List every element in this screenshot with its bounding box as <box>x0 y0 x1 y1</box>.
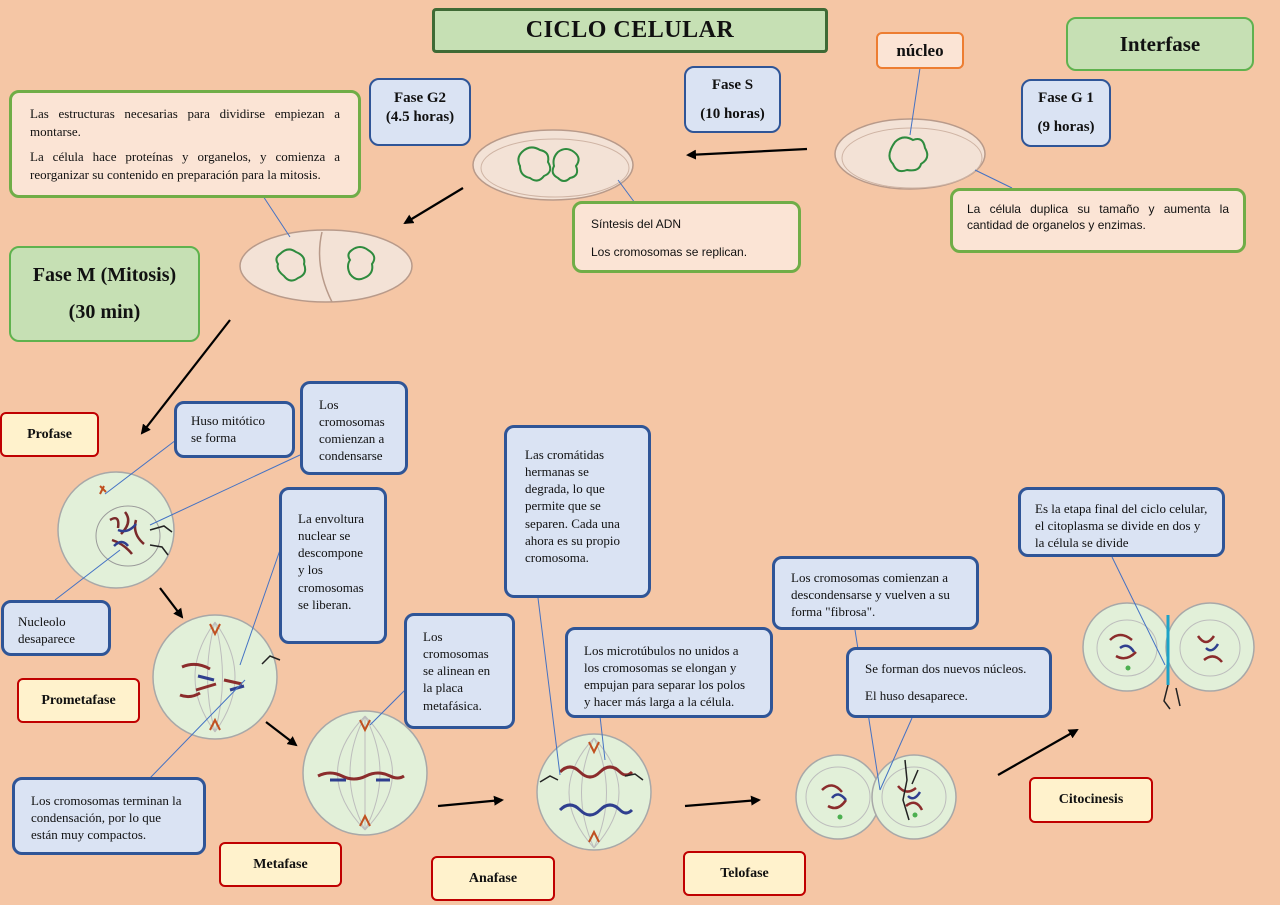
fase-m-name: Fase M (Mitosis) <box>32 264 177 286</box>
cell-s <box>472 129 634 201</box>
cell-anafase <box>536 733 652 851</box>
profase-note-cromosomas: Los cromosomas comienzan a condensarse <box>300 381 408 475</box>
metafase-note-text: Los cromosomas se alinean en la placa me… <box>423 629 491 713</box>
fase-g2-description: Las estructuras necesarias para dividirs… <box>9 90 361 198</box>
nucleo-label: núcleo <box>876 32 964 69</box>
fase-s-desc2: Los cromosomas se replican. <box>591 245 748 260</box>
prometafase-note-envoltura-text: La envoltura nuclear se descompone y los… <box>298 511 365 612</box>
metafase-label: Metafase <box>219 842 342 887</box>
profase-label: Profase <box>0 412 99 457</box>
cell-g1 <box>834 118 986 190</box>
anafase-note-cromatidas-text: Las cromátidas hermanas se degrada, lo q… <box>525 447 620 565</box>
telofase-note-descondensan-text: Los cromosomas comienzan a descondensars… <box>791 570 950 620</box>
citocinesis-note: Es la etapa final del ciclo celular, el … <box>1018 487 1225 557</box>
fase-m-duration: (30 min) <box>68 301 141 323</box>
profase-note-huso-text: Huso mitótico se forma <box>191 413 266 446</box>
anafase-note-cromatidas: Las cromátidas hermanas se degrada, lo q… <box>504 425 651 598</box>
fase-s-desc1: Síntesis del ADN <box>591 217 682 231</box>
telofase-label: Telofase <box>683 851 806 896</box>
metafase-note: Los cromosomas se alinean en la placa me… <box>404 613 515 729</box>
profase-note-cromosomas-text: Los cromosomas comienzan a condensarse <box>319 397 385 464</box>
prometafase-note-condensacion: Los cromosomas terminan la condensación,… <box>12 777 206 855</box>
telofase-note-nucleos-text2: El huso desaparece. <box>865 688 968 704</box>
fase-g1-name: Fase G 1 <box>1038 90 1094 106</box>
anafase-label: Anafase <box>431 856 555 901</box>
citocinesis-label: Citocinesis <box>1029 777 1153 823</box>
fase-g1-description: La célula duplica su tamaño y aumenta la… <box>950 188 1246 253</box>
fase-g2-box: Fase G2 (4.5 horas) <box>369 78 471 146</box>
interfase-label-text: Interfase <box>1119 31 1201 56</box>
fase-s-name: Fase S <box>711 76 754 93</box>
fase-m-box: Fase M (Mitosis) (30 min) <box>9 246 200 342</box>
anafase-note-microtubulos-text: Los microtúbulos no unidos a los cromoso… <box>584 643 746 710</box>
cell-prometafase <box>152 614 281 740</box>
interfase-label: Interfase <box>1066 17 1254 71</box>
page-title: CICLO CELULAR <box>432 8 828 53</box>
connector-lines <box>54 67 1166 791</box>
fase-g1-desc-text: La célula duplica su tamaño y aumenta la… <box>967 202 1229 233</box>
cell-telofase <box>795 754 957 840</box>
telofase-note-descondensan: Los cromosomas comienzan a descondensars… <box>772 556 979 630</box>
cell-metafase <box>302 710 428 836</box>
flow-arrows <box>140 147 1079 808</box>
fase-g1-box: Fase G 1 (9 horas) <box>1021 79 1111 147</box>
cell-g2 <box>239 229 413 303</box>
fase-g2-name: Fase G2 <box>393 90 447 106</box>
fase-s-box: Fase S (10 horas) <box>684 66 781 133</box>
fase-g2-duration: (4.5 horas) <box>385 109 455 125</box>
cell-citocinesis <box>1082 602 1255 710</box>
fase-s-duration: (10 horas) <box>700 105 765 122</box>
cell-profase <box>57 471 175 589</box>
fase-s-description: Síntesis del ADN Los cromosomas se repli… <box>572 201 801 273</box>
profase-note-nucleolo: Nucleolo desaparece <box>1 600 111 656</box>
fase-g2-desc2: La célula hace proteínas y organelos, y … <box>30 149 340 182</box>
profase-note-nucleolo-text: Nucleolo desaparece <box>18 614 76 647</box>
telofase-note-nucleos-text1: Se forman dos nuevos núcleos. <box>865 661 1027 676</box>
anafase-note-microtubulos: Los microtúbulos no unidos a los cromoso… <box>565 627 773 718</box>
prometafase-note-condensacion-text: Los cromosomas terminan la condensación,… <box>31 793 182 843</box>
fase-g2-desc1: Las estructuras necesarias para dividirs… <box>30 106 340 139</box>
telofase-note-nucleos: Se forman dos nuevos núcleos. El huso de… <box>846 647 1052 718</box>
fase-g1-duration: (9 horas) <box>1037 119 1095 135</box>
profase-note-huso: Huso mitótico se forma <box>174 401 295 458</box>
prometafase-note-envoltura: La envoltura nuclear se descompone y los… <box>279 487 387 644</box>
prometafase-label: Prometafase <box>17 678 140 723</box>
citocinesis-note-text: Es la etapa final del ciclo celular, el … <box>1035 501 1208 551</box>
